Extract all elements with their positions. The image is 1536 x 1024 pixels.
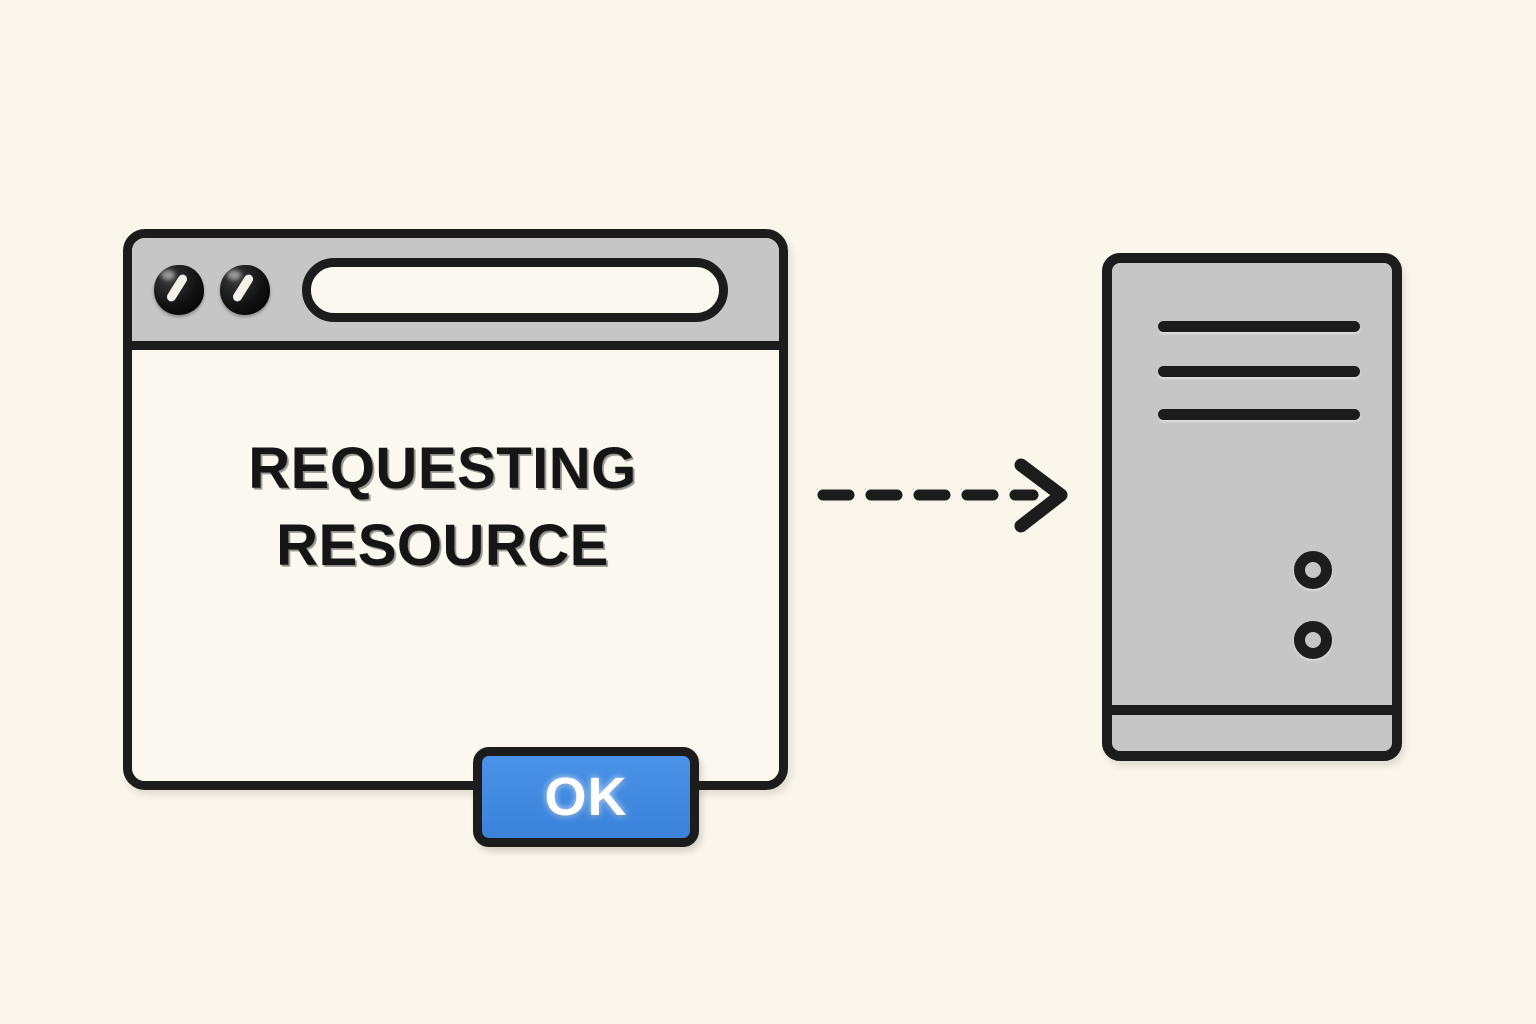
ok-button[interactable]: OK: [473, 747, 699, 847]
browser-window: REQUESTING RESOURCE OK: [123, 229, 788, 847]
led-indicator-2-icon: [1294, 621, 1332, 659]
dialog-message: REQUESTING RESOURCE: [132, 430, 779, 584]
vent-slot-3-icon: [1158, 409, 1360, 420]
vent-slot-1-icon: [1158, 321, 1360, 332]
dialog-content-area: REQUESTING RESOURCE OK: [132, 350, 779, 847]
server-base-strip: [1112, 715, 1392, 751]
circle-slash-icon-right[interactable]: [220, 264, 270, 315]
server-front-panel: [1112, 263, 1392, 715]
address-bar-input[interactable]: [302, 257, 728, 322]
server-tower: [1102, 253, 1402, 761]
dashed-arrow-icon: [817, 458, 1068, 533]
dialog-message-line-1: REQUESTING: [248, 436, 637, 501]
browser-title-bar: [132, 238, 779, 350]
circle-slash-icon-left[interactable]: [154, 264, 204, 315]
dialog-message-line-2: RESOURCE: [276, 513, 609, 579]
led-indicator-1-icon: [1294, 551, 1332, 589]
vent-slot-2-icon: [1158, 366, 1360, 377]
